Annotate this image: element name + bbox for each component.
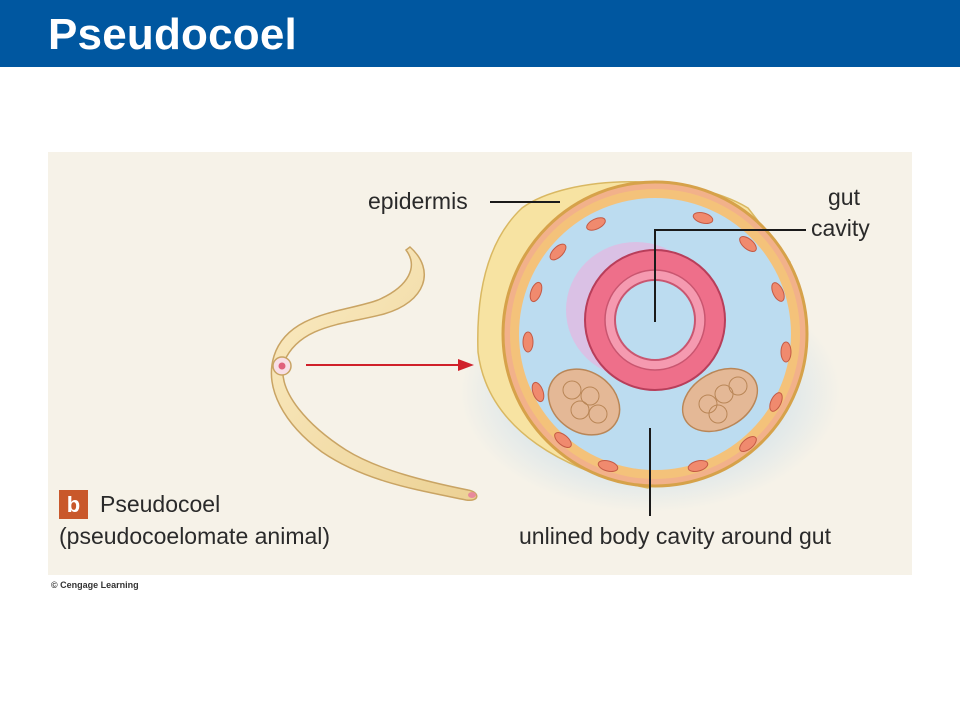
copyright-credit: © Cengage Learning (51, 580, 139, 590)
label-cavity: cavity (811, 215, 870, 241)
label-gut: gut (828, 184, 860, 210)
label-body-cavity: unlined body cavity around gut (519, 523, 831, 549)
cross-section (460, 180, 840, 516)
gut-cavity-leader (654, 229, 806, 322)
slide-title: Pseudocoel (48, 10, 297, 59)
left-organ (547, 368, 621, 436)
caption-title: Pseudocoel (100, 491, 221, 517)
worm (270, 246, 478, 501)
title-bar: Pseudocoel (0, 0, 960, 67)
panel-badge: b (59, 490, 88, 519)
figure-panel: epidermis gut cavity unlined body cavity… (48, 152, 912, 575)
label-epidermis: epidermis (368, 188, 468, 214)
red-arrow (306, 359, 474, 371)
pseudocoel-illustration (270, 180, 840, 516)
right-organ (681, 367, 759, 433)
caption-subtitle: (pseudocoelomate animal) (59, 523, 331, 549)
